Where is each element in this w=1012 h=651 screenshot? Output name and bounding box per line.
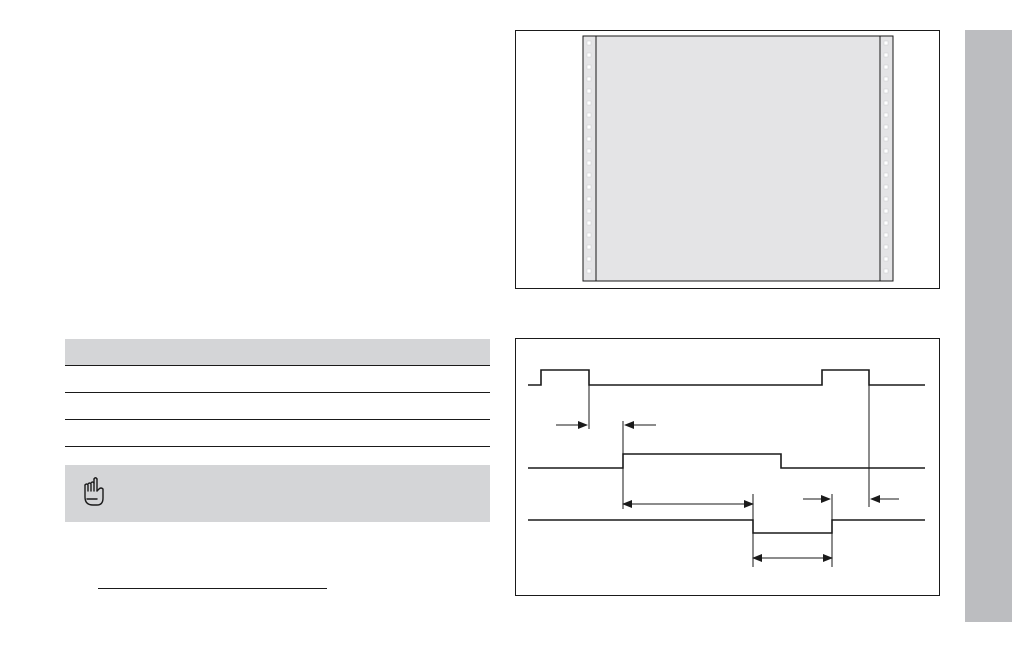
right-sprocket-strip (883, 40, 889, 274)
note-box (65, 465, 490, 522)
footnote-rule (98, 588, 327, 589)
timing-diagram (528, 369, 925, 567)
data-table (65, 339, 490, 447)
signal-line-1 (528, 369, 925, 386)
paper-diagram (582, 35, 894, 282)
timing-figure (515, 338, 940, 596)
table-row (65, 393, 490, 420)
signal-line-3 (528, 519, 925, 534)
table-row (65, 420, 490, 447)
paper-sheet (582, 35, 894, 282)
left-sprocket-strip (586, 40, 592, 274)
thumb-index-tab (965, 30, 1012, 622)
paper-figure (515, 30, 940, 289)
table-header (65, 339, 490, 366)
table-row (65, 366, 490, 393)
signal-line-2 (528, 453, 925, 469)
pointing-hand-icon (84, 477, 104, 506)
